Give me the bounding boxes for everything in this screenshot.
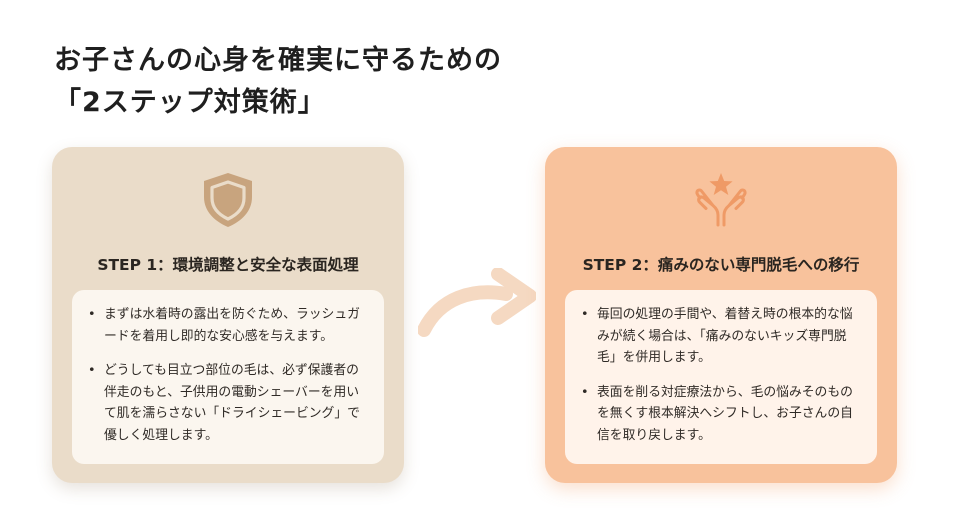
bullet-text: どうしても目立つ部位の毛は、必ず保護者の伴走のもと、子供用の電動シェーバーを用い… (104, 363, 360, 443)
bullet-dot: • (581, 384, 589, 400)
step-1-title: STEP 1：環境調整と安全な表面処理 (97, 256, 359, 274)
page-title: お子さんの心身を確実に守るための 「2ステップ対策術」 (54, 40, 502, 124)
page-title-line-1: お子さんの心身を確実に守るための (54, 45, 502, 76)
shield-icon (196, 169, 260, 231)
step-2-content: • 毎回の処理の手間や、着替え時の根本的な悩みが続く場合は、「痛みのないキッズ専… (565, 290, 877, 464)
arrow-right-icon (417, 267, 537, 338)
step-1-card: STEP 1：環境調整と安全な表面処理 • まずは水着時の露出を防ぐため、ラッシ… (52, 147, 404, 483)
bullet-dot: • (581, 307, 589, 322)
step-2-card: STEP 2：痛みのない専門脱毛への移行 • 毎回の処理の手間や、着替え時の根本… (545, 147, 897, 483)
step-1-content: • まずは水着時の露出を防ぐため、ラッシュガードを着用し即的な安心感を与えます。… (72, 290, 384, 464)
bullet-text: 表面を削る対症療法から、毛の悩みそのものを無くす根本解決へシフトし、お子さんの自… (597, 384, 853, 443)
hands-star-icon (689, 169, 753, 231)
bullet-dot: • (88, 363, 96, 378)
bullet-text: まずは水着時の露出を防ぐため、ラッシュガードを着用し即的な安心感を与えます。 (104, 307, 360, 344)
bullet-dot: • (88, 307, 96, 322)
list-item: • 表面を削る対症療法から、毛の悩みそのものを無くす根本解決へシフトし、お子さん… (579, 382, 863, 447)
list-item: • どうしても目立つ部位の毛は、必ず保護者の伴走のもと、子供用の電動シェーバーを… (86, 360, 370, 446)
step-2-title: STEP 2：痛みのない専門脱毛への移行 (582, 256, 860, 274)
page-title-line-2: 「2ステップ対策術」 (54, 87, 326, 118)
list-item: • まずは水着時の露出を防ぐため、ラッシュガードを着用し即的な安心感を与えます。 (86, 304, 370, 347)
bullet-text: 毎回の処理の手間や、着替え時の根本的な悩みが続く場合は、「痛みのないキッズ専門脱… (597, 307, 853, 365)
list-item: • 毎回の処理の手間や、着替え時の根本的な悩みが続く場合は、「痛みのないキッズ専… (579, 304, 863, 369)
